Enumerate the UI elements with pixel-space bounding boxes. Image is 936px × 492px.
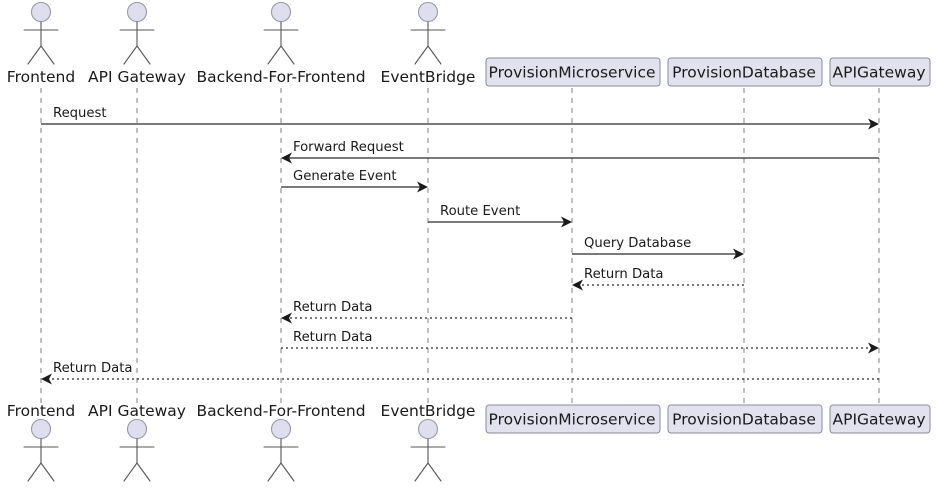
arrow-head-icon <box>281 312 292 324</box>
actor-icon-frontend <box>23 1 59 65</box>
arrow-head-icon <box>417 181 428 193</box>
participant-box-provms-top[interactable]: ProvisionMicroservice <box>485 57 661 87</box>
participants-bottom-group: Frontend API Gateway Backend-For-Frontend E… <box>7 402 931 482</box>
participant-label-apigw2: APIGateway <box>833 64 926 82</box>
actor-icon-eventbridge <box>410 1 446 65</box>
message-7-return-data: Return Data <box>281 300 572 324</box>
participant-label-apigw1: API Gateway <box>88 68 186 86</box>
participant-box-provdb-bottom[interactable]: ProvisionDatabase <box>667 404 823 434</box>
actor-icon-apigw1 <box>119 1 155 65</box>
message-label: Return Data <box>293 300 372 315</box>
message-label: Forward Request <box>293 140 404 155</box>
participant-label-provdb: ProvisionDatabase <box>672 411 816 429</box>
participant-label-frontend: Frontend <box>7 402 75 420</box>
participant-label-bff: Backend-For-Frontend <box>196 68 365 86</box>
message-label: Return Data <box>53 361 132 376</box>
message-9-return-data: Return Data <box>41 361 879 385</box>
message-6-return-data: Return Data <box>572 267 744 291</box>
actor-icon-frontend <box>23 418 59 482</box>
participants-top-group: Frontend API Gateway Backend-For-Frontend E… <box>7 1 931 87</box>
participant-label-apigw2: APIGateway <box>833 411 926 429</box>
participant-box-provdb-top[interactable]: ProvisionDatabase <box>667 57 823 87</box>
participant-apigw1-bottom[interactable]: API Gateway <box>88 402 186 482</box>
message-3-generate-event: Generate Event <box>281 169 428 193</box>
message-label: Return Data <box>293 330 372 345</box>
message-8-return-data: Return Data <box>281 330 879 354</box>
message-label: Request <box>53 106 107 121</box>
message-1-request: Request <box>41 106 879 130</box>
arrow-head-icon <box>561 216 572 228</box>
arrow-head-icon <box>868 118 879 130</box>
arrow-head-icon <box>281 152 292 164</box>
participant-label-bff: Backend-For-Frontend <box>196 402 365 420</box>
participant-frontend-top[interactable]: Frontend <box>7 1 75 87</box>
participant-label-provms: ProvisionMicroservice <box>489 411 656 429</box>
message-label: Route Event <box>440 204 520 219</box>
lifelines-group <box>40 88 880 404</box>
participant-label-eventbridge: EventBridge <box>381 402 476 420</box>
arrow-head-icon <box>868 342 879 354</box>
message-5-query-database: Query Database <box>572 236 744 260</box>
actor-icon-bff <box>263 1 299 65</box>
participant-bff-bottom[interactable]: Backend-For-Frontend <box>196 402 366 482</box>
message-label: Query Database <box>584 236 691 251</box>
participant-label-frontend: Frontend <box>7 68 75 86</box>
participant-box-apigw2-bottom[interactable]: APIGateway <box>829 404 931 434</box>
message-2-forward-request: Forward Request <box>281 140 879 164</box>
participant-bff-top[interactable]: Backend-For-Frontend <box>196 1 366 87</box>
actor-icon-bff <box>263 418 299 482</box>
participant-label-apigw1: API Gateway <box>88 402 186 420</box>
participant-label-provms: ProvisionMicroservice <box>489 64 656 82</box>
arrow-head-icon <box>41 373 52 385</box>
actor-icon-apigw1 <box>119 418 155 482</box>
participant-apigw1-top[interactable]: API Gateway <box>88 1 186 87</box>
participant-eventbridge-bottom[interactable]: EventBridge <box>381 402 476 482</box>
participant-box-apigw2-top[interactable]: APIGateway <box>829 57 931 87</box>
arrow-head-icon <box>572 279 583 291</box>
participant-box-provms-bottom[interactable]: ProvisionMicroservice <box>485 404 661 434</box>
participant-eventbridge-top[interactable]: EventBridge <box>381 1 476 87</box>
message-4-route-event: Route Event <box>428 204 572 228</box>
participant-label-provdb: ProvisionDatabase <box>672 64 816 82</box>
message-label: Generate Event <box>293 169 397 184</box>
message-label: Return Data <box>584 267 663 282</box>
participant-label-eventbridge: EventBridge <box>381 68 476 86</box>
arrow-head-icon <box>733 248 744 260</box>
actor-icon-eventbridge <box>410 418 446 482</box>
participant-frontend-bottom[interactable]: Frontend <box>7 402 75 482</box>
